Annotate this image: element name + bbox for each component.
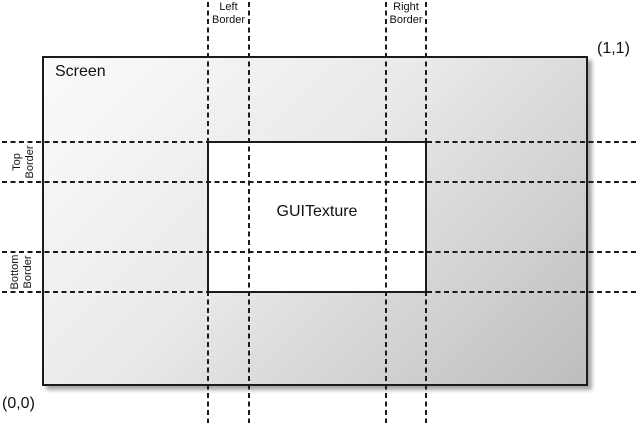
right-border-inner-line	[385, 2, 387, 423]
left-border-label: Left Border	[211, 1, 246, 26]
right-border-label: Right Border	[389, 1, 423, 26]
coord-bottom-left-label: (0,0)	[2, 395, 35, 412]
top-border-label: Top Border	[11, 145, 36, 179]
left-border-outer-line	[207, 2, 209, 423]
bottom-border-inner-line	[2, 251, 637, 253]
guitexture-rect: GUITexture	[207, 141, 427, 293]
top-border-outer-line	[2, 141, 637, 143]
top-border-inner-line	[2, 181, 637, 183]
right-border-outer-line	[425, 2, 427, 423]
coord-top-right-label: (1,1)	[597, 40, 630, 57]
bottom-border-outer-line	[2, 291, 637, 293]
left-border-inner-line	[248, 2, 250, 423]
screen-label: Screen	[55, 63, 106, 80]
bottom-border-label: Bottom Border	[9, 254, 34, 290]
guitexture-label: GUITexture	[276, 203, 358, 220]
